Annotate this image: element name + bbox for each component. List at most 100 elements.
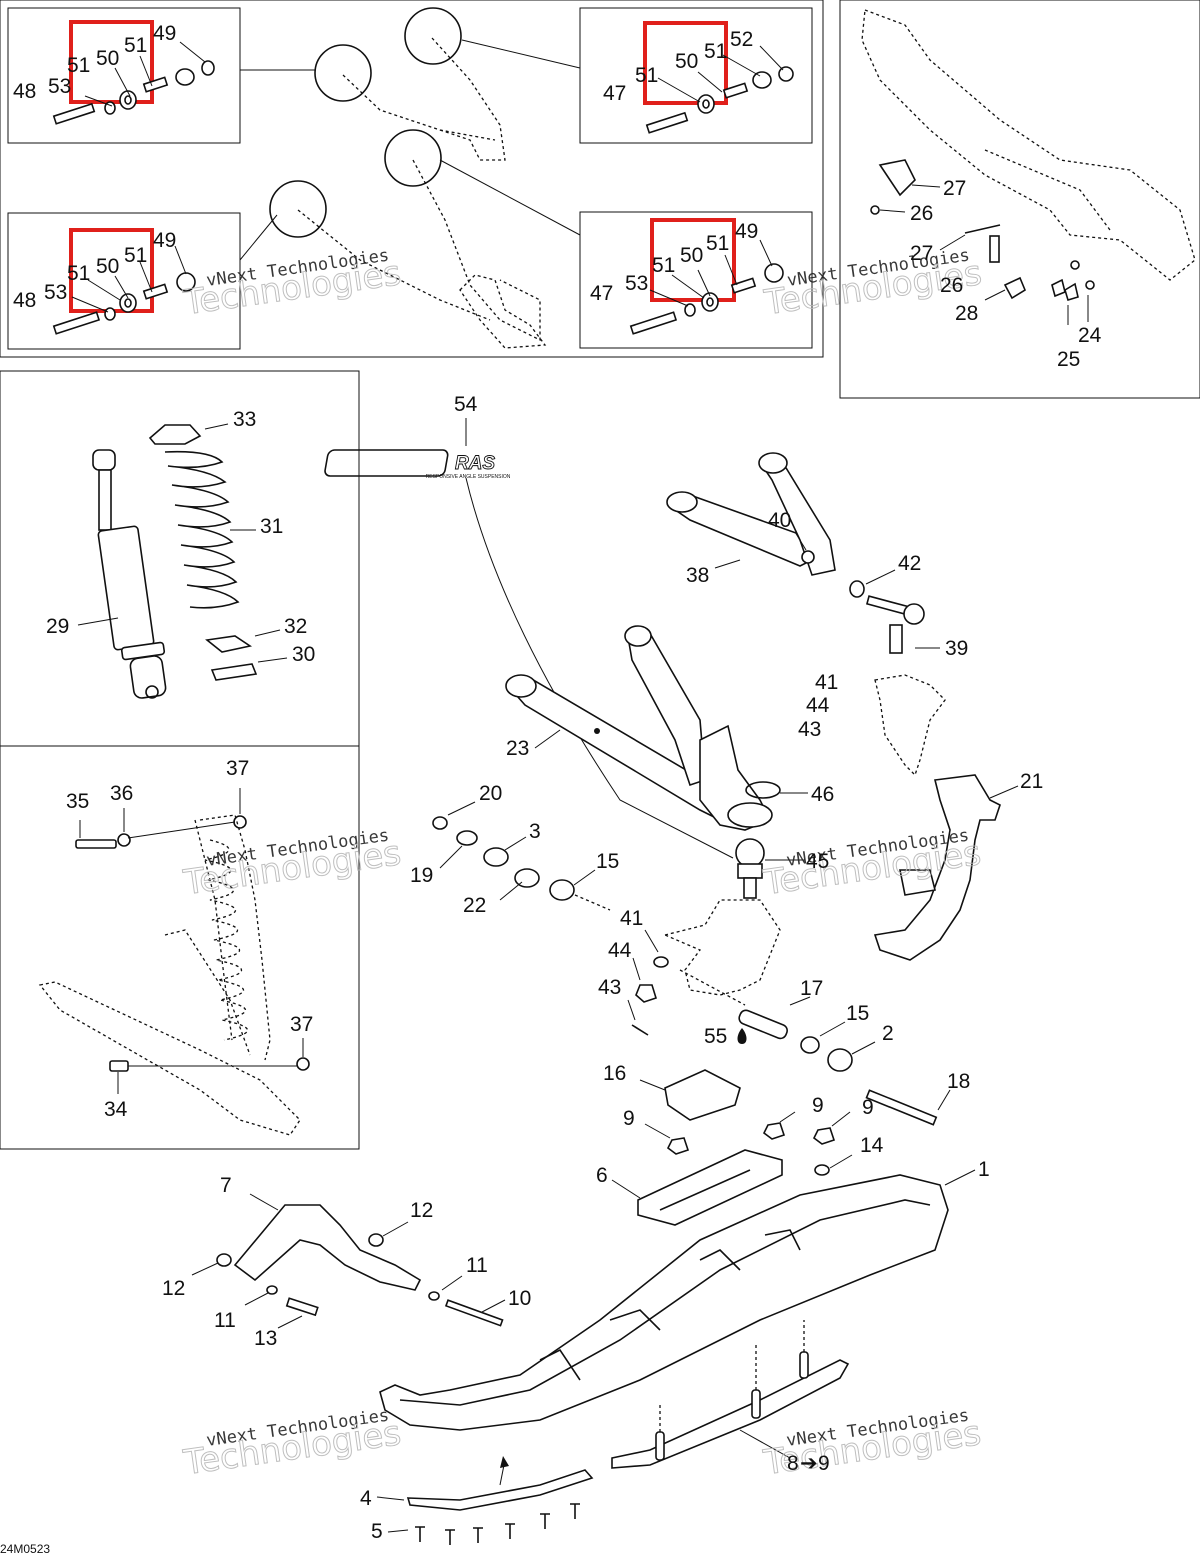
diagram-reference: 24M0523 [0, 1542, 50, 1556]
callout-27: 27 [910, 242, 933, 265]
bracket-assembly [861, 9, 1196, 325]
shock-install [38, 788, 310, 1136]
callout-41: 41 [815, 671, 838, 694]
top-arm-assembly [239, 7, 581, 349]
callout-51: 51 [124, 34, 147, 57]
callout-11: 11 [214, 1309, 236, 1332]
callout-37: 37 [290, 1013, 313, 1036]
callout-54: 54 [454, 393, 478, 416]
callout-20: 20 [479, 782, 502, 805]
callout-26: 26 [910, 202, 933, 225]
spindle-dashed-lower [627, 899, 781, 1036]
spindle-dashed-upper [874, 674, 946, 777]
callout-31: 31 [260, 515, 283, 538]
callout-51: 51 [635, 64, 658, 87]
inset-lower-left [7, 212, 241, 350]
highlight-box-4 [650, 218, 736, 302]
callout-51: 51 [706, 232, 729, 255]
callouts: 48 53 51 50 51 49 47 51 50 51 52 48 53 5… [13, 22, 1102, 1543]
callout-21: 21 [1020, 770, 1043, 793]
callout-39: 39 [945, 637, 968, 660]
spindle-bolt [679, 969, 951, 1126]
lower-a-arm [505, 625, 808, 831]
callout-24: 24 [1078, 324, 1102, 347]
callout-25: 25 [1057, 348, 1080, 371]
callout-49: 49 [153, 229, 176, 252]
callout-51: 51 [67, 262, 90, 285]
callout-4: 4 [360, 1487, 372, 1510]
svg-text:RAS: RAS [455, 453, 495, 474]
ski-body [379, 1169, 976, 1431]
callout-18: 18 [947, 1070, 970, 1093]
wear-strip [376, 1456, 594, 1545]
watermarks: vNext Technologies Technologies vNext Te… [180, 245, 985, 1483]
callout-17: 17 [800, 977, 823, 1000]
inset-lower-right [579, 211, 813, 349]
callout-36: 36 [110, 782, 133, 805]
bracket-frame [839, 0, 1200, 399]
callout-9: 9 [818, 1452, 830, 1475]
callout-51: 51 [704, 40, 727, 63]
callout-50: 50 [680, 244, 703, 267]
frames [0, 0, 1200, 1150]
callout-6: 6 [596, 1164, 608, 1187]
callout-3: 3 [529, 820, 541, 843]
callout-55: 55 [704, 1025, 727, 1048]
callout-22: 22 [463, 894, 486, 917]
ski-leg [873, 774, 1019, 961]
callout-38: 38 [686, 564, 709, 587]
inset-upper-right [579, 7, 813, 144]
callout-28: 28 [955, 302, 978, 325]
callout-9: 9 [812, 1094, 824, 1117]
callout-37: 37 [226, 757, 249, 780]
callout-10: 10 [508, 1287, 531, 1310]
callout-9: 9 [862, 1096, 874, 1119]
shock-spring [148, 423, 288, 681]
callout-41: 41 [620, 907, 643, 930]
inset-upper-left [7, 7, 241, 144]
callout-29: 29 [46, 615, 69, 638]
callout-11: 11 [466, 1254, 488, 1277]
shock-install-frame [0, 745, 360, 1150]
callout-19: 19 [410, 864, 433, 887]
callout-49: 49 [153, 22, 176, 45]
arrow-glyph: ➔ [800, 1452, 818, 1475]
callout-40: 40 [768, 509, 791, 532]
inset-parts [52, 41, 794, 335]
callout-50: 50 [675, 50, 698, 73]
callout-53: 53 [625, 272, 648, 295]
callout-27: 27 [943, 177, 966, 200]
callout-26: 26 [940, 274, 963, 297]
callout-49: 49 [735, 220, 758, 243]
runner [611, 1320, 850, 1469]
callout-34: 34 [104, 1098, 128, 1121]
inset-lr-parts [629, 239, 784, 335]
callout-8: 8 [787, 1452, 799, 1475]
callout-1: 1 [978, 1158, 990, 1181]
callout-47: 47 [590, 282, 613, 305]
callout-2: 2 [882, 1022, 894, 1045]
ski-nuts [644, 1111, 853, 1176]
callout-35: 35 [66, 790, 89, 813]
callout-47: 47 [603, 82, 626, 105]
callout-23: 23 [506, 737, 529, 760]
knuckle-hardware [432, 801, 611, 911]
callout-9: 9 [623, 1107, 635, 1130]
ball-joint [735, 838, 805, 899]
callout-44: 44 [608, 939, 632, 962]
callout-50: 50 [96, 255, 119, 278]
callout-33: 33 [233, 408, 256, 431]
callout-32: 32 [284, 615, 307, 638]
highlight-box-2 [643, 21, 728, 105]
inset-ll-parts [52, 245, 196, 335]
ski-adapter [611, 1149, 783, 1226]
callout-43: 43 [798, 718, 821, 741]
callout-5: 5 [371, 1520, 383, 1543]
callout-7: 7 [220, 1174, 232, 1197]
top-assembly-frame [0, 0, 824, 358]
callout-52: 52 [730, 28, 753, 51]
ski-pad [639, 1069, 741, 1121]
callout-48: 48 [13, 289, 36, 312]
svg-text:RESPONSIVE ANGLE SUSPENSION: RESPONSIVE ANGLE SUSPENSION [426, 474, 511, 480]
